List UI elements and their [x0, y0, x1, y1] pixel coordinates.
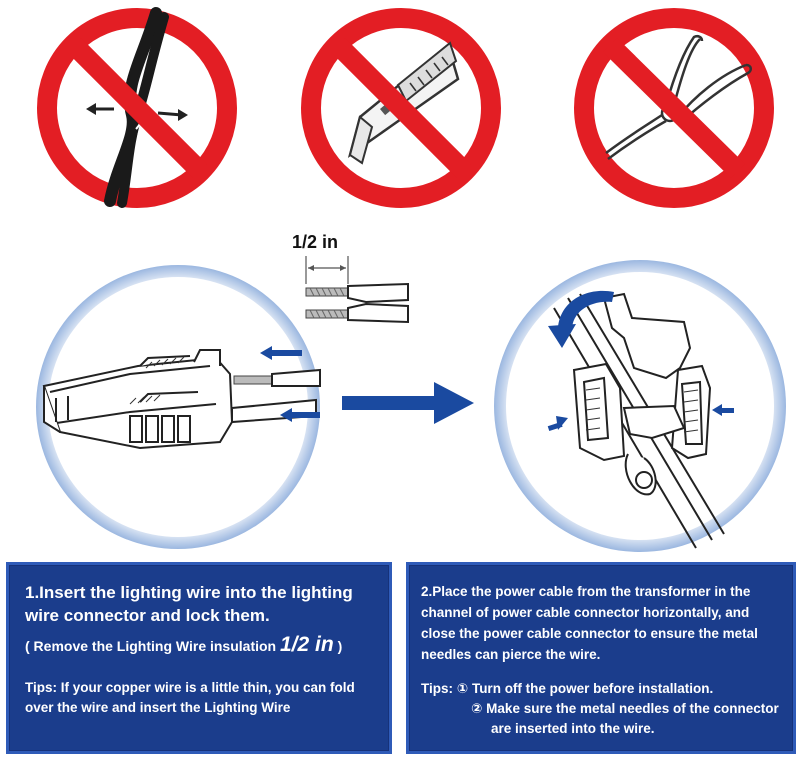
rotate-arrow-icon	[548, 290, 614, 348]
measure-label: 1/2 in	[292, 232, 339, 252]
step1-panel: 1.Insert the lighting wire into the ligh…	[6, 562, 392, 754]
press-arrow-icon	[547, 404, 734, 432]
step2-tips-label: Tips:	[421, 681, 457, 696]
prohibition-sign-wire-split	[37, 7, 237, 208]
step1-note-value: 1/2 in	[280, 633, 334, 656]
power-cable-connector-illustration	[494, 260, 786, 552]
step2-body: 2.Place the power cable from the transfo…	[421, 584, 758, 662]
step1-note-suffix: )	[333, 638, 343, 654]
lighting-wire-connector-illustration	[36, 265, 321, 549]
step2-tips: Tips: ① Turn off the power before instal…	[421, 679, 785, 739]
step1-title: 1.Insert the lighting wire into the ligh…	[25, 583, 353, 625]
step1-note: ( Remove the Lighting Wire insulation 1/…	[25, 633, 379, 656]
prohibition-sign-pliers	[574, 8, 774, 208]
step1-note-prefix: ( Remove the Lighting Wire insulation	[25, 638, 280, 654]
insert-arrow-icon	[260, 346, 320, 422]
step1-tips: Tips: If your copper wire is a little th…	[25, 680, 355, 715]
step2-tip-2-line2: are inserted into the wire.	[491, 721, 655, 736]
step2-panel: 2.Place the power cable from the transfo…	[406, 562, 796, 754]
stripped-wire-diagram	[305, 256, 409, 324]
step2-tip-1: ① Turn off the power before installation…	[456, 681, 714, 696]
prohibition-sign-utility-knife	[301, 8, 501, 208]
process-arrow-icon	[342, 382, 474, 424]
power-cable-connector	[572, 292, 712, 496]
step2-tip-2-line1: ② Make sure the metal needles of the con…	[471, 701, 779, 716]
